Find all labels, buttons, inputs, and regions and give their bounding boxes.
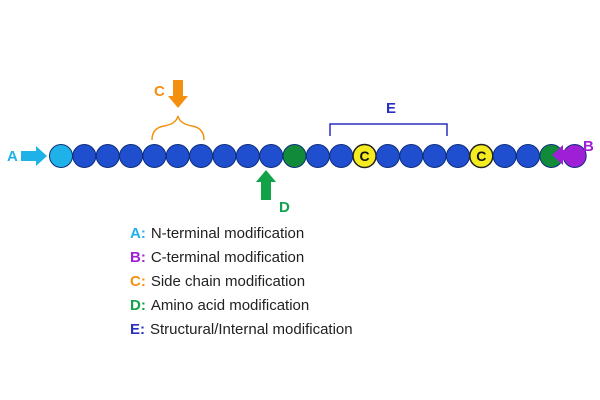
- amino-acid-bead-blue: [492, 144, 517, 168]
- legend-item-a: A:N-terminal modification: [130, 222, 353, 246]
- amino-acid-bead-blue: [72, 144, 97, 168]
- amino-acid-bead-cyan: [49, 144, 73, 168]
- marker-d: D: [256, 170, 290, 216]
- amino-acid-bead-blue: [235, 144, 260, 168]
- legend-text-a: N-terminal modification: [150, 225, 305, 242]
- legend-item-c: C:Side chain modification: [130, 270, 353, 294]
- amino-acid-bead-blue: [165, 144, 190, 168]
- marker-b: B: [552, 138, 594, 165]
- legend-key-c: C:: [130, 273, 146, 290]
- marker-a-label: A: [7, 148, 18, 165]
- legend-key-a: A:: [130, 225, 146, 242]
- legend-text-c: Side chain modification: [150, 273, 306, 290]
- legend-key-d: D:: [130, 297, 146, 314]
- legend-text-b: C-terminal modification: [150, 249, 305, 266]
- legend: A:N-terminal modification B:C-terminal m…: [130, 222, 353, 342]
- legend-text-e: Structural/Internal modification: [150, 321, 353, 338]
- amino-acid-bead-blue: [445, 144, 470, 168]
- marker-a: A: [7, 146, 47, 166]
- amino-acid-bead-blue: [259, 144, 284, 168]
- legend-text-d: Amino acid modification: [150, 297, 310, 314]
- legend-key-e: E:: [130, 321, 145, 338]
- marker-c-label: C: [154, 83, 165, 100]
- amino-acid-bead-blue: [329, 144, 354, 168]
- amino-acid-bead-blue: [422, 144, 447, 168]
- marker-c: C: [151, 80, 205, 141]
- marker-e: E: [329, 100, 448, 136]
- amino-acid-bead-blue: [399, 144, 424, 168]
- side-chain-brace: [151, 115, 205, 141]
- arrow-down-icon: [168, 80, 188, 108]
- marker-e-label: E: [386, 100, 396, 117]
- arrow-left-icon: [552, 145, 578, 165]
- marker-d-label: D: [279, 199, 290, 216]
- cysteine-label: C: [359, 148, 369, 164]
- arrow-up-icon: [256, 170, 276, 200]
- amino-acid-bead-blue: [189, 144, 214, 168]
- amino-acid-bead-blue: [305, 144, 330, 168]
- amino-acid-bead-blue: [142, 144, 167, 168]
- amino-acid-bead-blue: [375, 144, 400, 168]
- arrow-right-icon: [21, 146, 47, 166]
- amino-acid-bead-blue: [516, 144, 540, 168]
- structural-bracket: [329, 123, 448, 136]
- amino-acid-bead-blue: [95, 144, 120, 168]
- legend-key-b: B:: [130, 249, 146, 266]
- amino-acid-bead-blue: [212, 144, 237, 168]
- amino-acid-bead-green: [282, 144, 307, 168]
- marker-b-label: B: [583, 138, 594, 155]
- legend-item-b: B:C-terminal modification: [130, 246, 353, 270]
- legend-item-d: D:Amino acid modification: [130, 294, 353, 318]
- cysteine-label: C: [476, 148, 486, 164]
- amino-acid-bead-blue: [119, 144, 144, 168]
- legend-item-e: E: Structural/Internal modification: [130, 318, 353, 342]
